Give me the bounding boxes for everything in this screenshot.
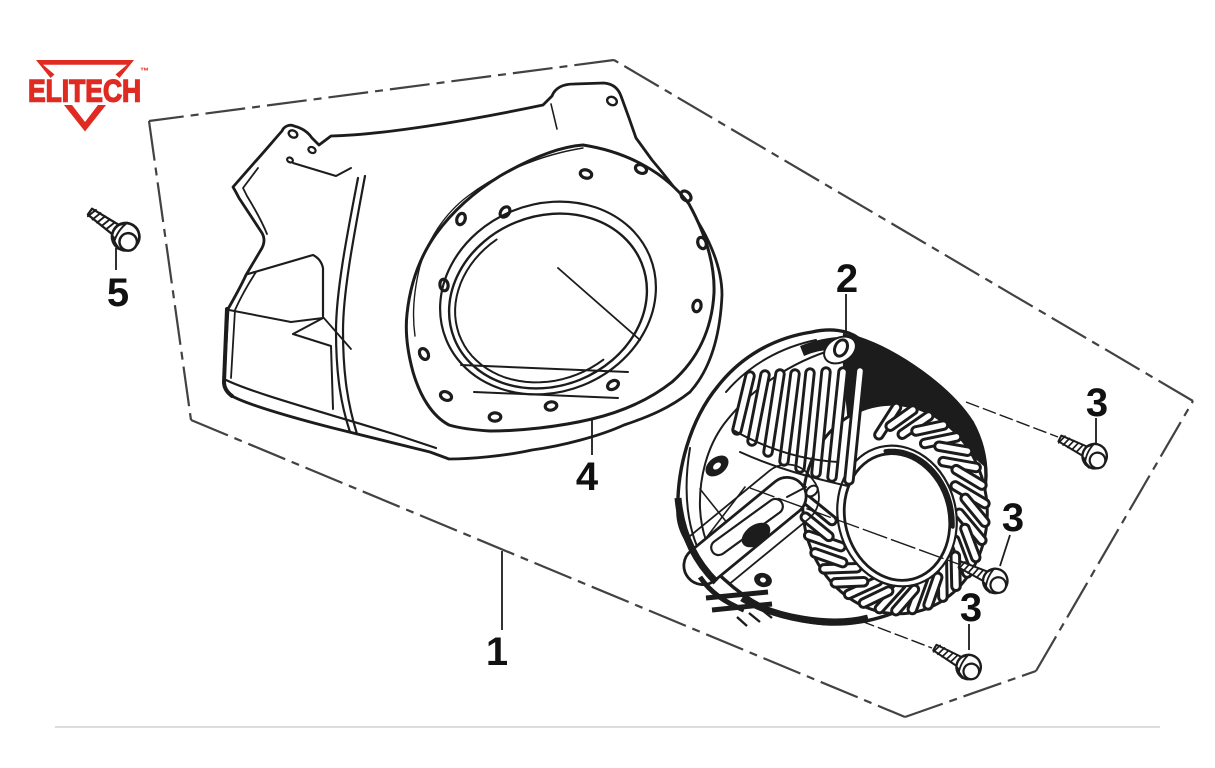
- svg-text:3: 3: [960, 586, 982, 630]
- svg-text:5: 5: [107, 271, 129, 315]
- svg-text:ELITECH: ELITECH: [28, 74, 141, 109]
- svg-text:3: 3: [1002, 496, 1024, 540]
- svg-text:™: ™: [140, 66, 149, 76]
- svg-text:2: 2: [836, 257, 858, 301]
- svg-text:3: 3: [1086, 381, 1108, 425]
- svg-text:1: 1: [486, 630, 508, 674]
- svg-text:4: 4: [576, 455, 599, 499]
